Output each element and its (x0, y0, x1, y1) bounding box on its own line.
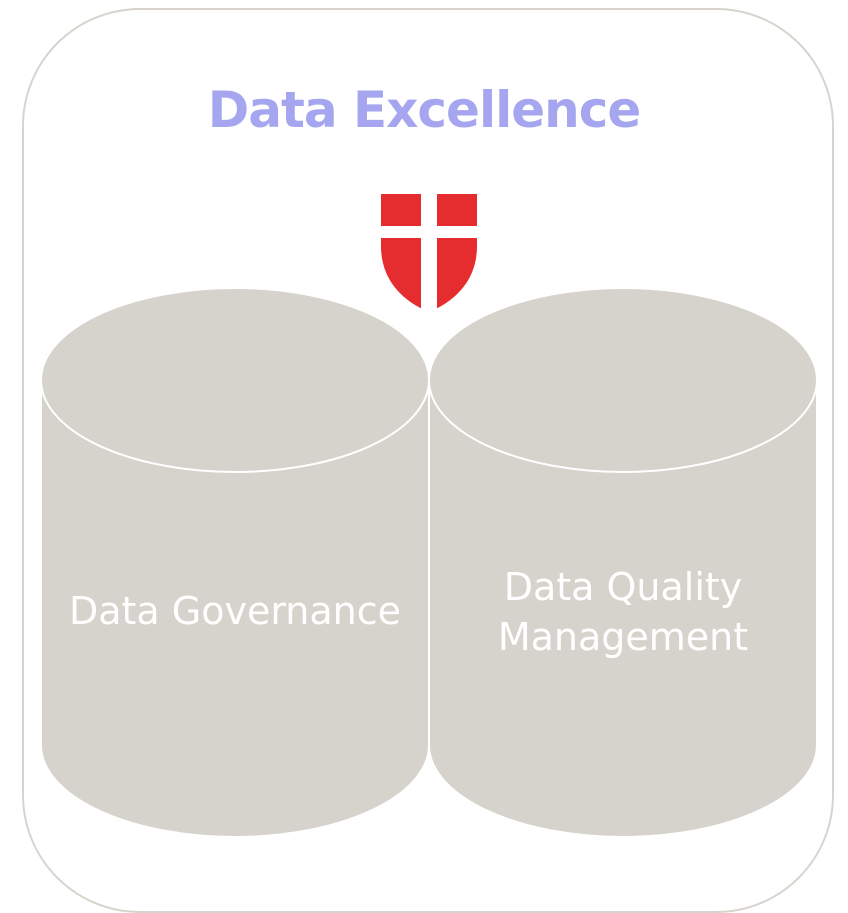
cylinder-data-governance: Data Governance (40, 287, 430, 838)
cylinder-label: Data Governance (69, 589, 401, 633)
cylinder-label: Data Quality (504, 565, 743, 609)
shield-cross-horizontal (377, 226, 481, 238)
cylinder-body (40, 379, 430, 838)
diagram-title: Data Excellence (207, 81, 642, 139)
vienna-coat-of-arms-icon (377, 190, 481, 316)
cylinder-top (40, 287, 430, 473)
cylinder-body (428, 379, 818, 838)
cylinder-top (428, 287, 818, 473)
cylinder-data-quality-management: Data Quality Management (428, 287, 818, 838)
shield-cross-vertical (421, 190, 437, 316)
cylinder-label: Management (498, 615, 748, 659)
